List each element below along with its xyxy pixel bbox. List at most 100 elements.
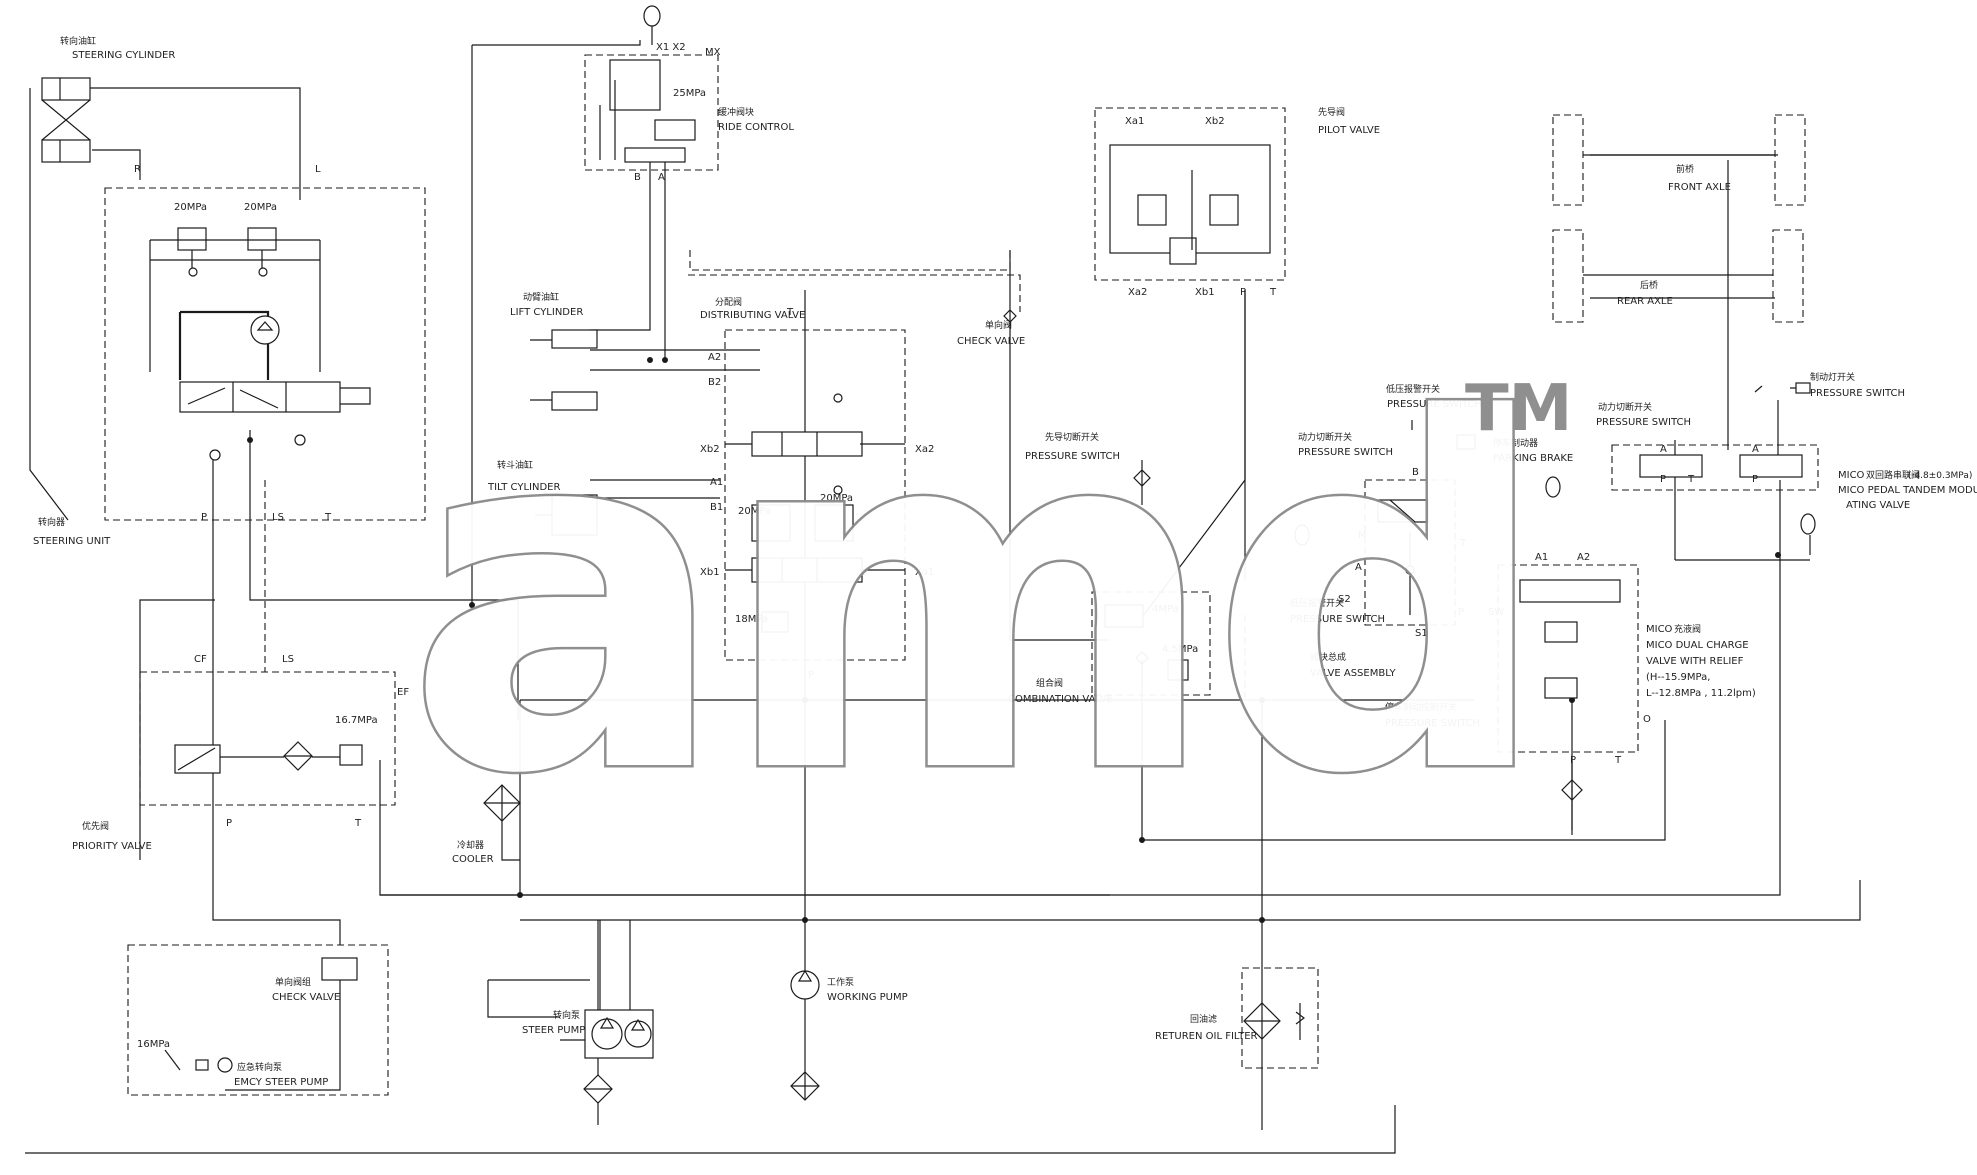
label-mico-pedal-2: ATING VALVE <box>1846 500 1910 511</box>
mico-dual-symbol <box>1294 476 1816 801</box>
label-cn-pressure-switch-right: 动力切断开关 <box>1598 401 1652 413</box>
pressure-steer-relief-r: 20MPa <box>244 202 277 213</box>
label-valve-assembly: VALVE ASSEMBLY <box>1310 668 1396 679</box>
pressure-combination-2: 4.5MPa <box>1162 644 1198 655</box>
emcy-steer-pump-symbol <box>164 957 358 1073</box>
port-dist-t: T <box>786 307 794 318</box>
port-s1: S1 <box>1415 628 1428 639</box>
check-valve-top-symbol <box>1003 309 1017 323</box>
working-pump-symbol <box>790 969 820 1101</box>
port-pilot-xb1: Xb1 <box>1195 287 1215 298</box>
label-cn-check-valve-top: 单向阀 <box>985 319 1012 331</box>
port-pilot-p: P <box>1240 287 1246 298</box>
watermark-tm: TM <box>1465 372 1572 446</box>
port-steering-p: P <box>201 512 207 523</box>
ride-control-symbol <box>599 5 696 163</box>
label-cn-mico-dual: 充液阀 <box>1674 623 1701 635</box>
port-b2: B2 <box>708 377 721 388</box>
port-mx: MX <box>705 47 721 58</box>
port-mico-a1: A1 <box>1535 552 1548 563</box>
label-pressure-switch-right: PRESSURE SWITCH <box>1596 417 1691 428</box>
port-xb1: Xb1 <box>700 567 720 578</box>
label-emcy-steer-pump: EMCY STEER PUMP <box>234 1077 328 1088</box>
label-mico-dual-3: (H--15.9MPa, <box>1646 672 1710 683</box>
port-mico-t: T <box>1614 755 1622 766</box>
label-cn-cooler: 冷却器 <box>457 839 484 851</box>
label-cn-pressure-switch-brakelight: 制动灯开关 <box>1810 371 1855 383</box>
port-mico-a2: A2 <box>1577 552 1590 563</box>
port-pilot-xb2: Xb2 <box>1205 116 1225 127</box>
port-ef: EF <box>397 687 409 698</box>
component-labels: 转向油缸 STEERING CYLINDER 转向器 STEERING UNIT… <box>33 35 1977 1088</box>
port-mico-o: O <box>1643 714 1651 725</box>
port-va-a: A <box>1355 562 1362 573</box>
label-pilot-valve: PILOT VALVE <box>1318 125 1380 136</box>
label-cn-steer-pump: 转向泵 <box>553 1009 580 1021</box>
port-sw: SW <box>1488 607 1504 618</box>
port-a1: A1 <box>710 477 723 488</box>
label-cn-pilot-valve: 先导阀 <box>1318 106 1345 118</box>
pressure-dist-a: 20MPa <box>738 506 771 517</box>
label-cn-distributing-valve: 分配阀 <box>715 297 742 308</box>
label-cooler: COOLER <box>452 854 494 865</box>
steering-unit-symbol <box>149 227 371 461</box>
port-mico-p: P <box>1570 755 1576 766</box>
port-a2: A2 <box>708 352 721 363</box>
distributing-valve-symbol <box>725 393 905 633</box>
label-working-pump: WORKING PUMP <box>827 992 908 1003</box>
port-steering-ls: LS <box>272 512 284 523</box>
steer-pump-symbol <box>583 1009 654 1125</box>
mico-pedal-symbol <box>1639 454 1803 478</box>
label-rear-axle: REAR AXLE <box>1617 296 1673 307</box>
port-pedal-t: T <box>1687 474 1695 485</box>
label-cn-pressure-switch-parking: 低压报警开关 <box>1386 383 1440 395</box>
port-pedal-a: A <box>1660 444 1667 455</box>
label-cn-front-axle: 前桥 <box>1676 163 1694 175</box>
label-mico-prefix-dual: MICO <box>1646 624 1673 635</box>
label-mico-dual-4: L--12.8MPa , 11.2lpm) <box>1646 688 1756 699</box>
label-mico-dual-1: MICO DUAL CHARGE <box>1646 640 1749 651</box>
port-pedal-p: P <box>1660 474 1666 485</box>
port-pilot-xa1: Xa1 <box>1125 116 1144 127</box>
label-priority-valve: PRIORITY VALVE <box>72 841 152 852</box>
port-ride-b: B <box>634 172 641 183</box>
port-va-m: M <box>1358 530 1367 541</box>
pressure-emcy: 16MPa <box>137 1039 170 1050</box>
port-xa1: Xa1 <box>915 567 934 578</box>
priority-valve-symbol <box>174 741 363 774</box>
port-priority-ls: LS <box>282 654 294 665</box>
label-pressure-switch-parking: PRESSURE SWITCH <box>1387 399 1482 410</box>
label-cn-parking-brake: 停车制动器 <box>1493 437 1538 449</box>
pressure-dist-b: 20MPa <box>820 493 853 504</box>
port-l: L <box>315 164 321 175</box>
port-x1x2: X1 X2 <box>656 42 686 53</box>
pressure-dist-main: 18MPa <box>735 614 768 625</box>
label-return-oil-filter: RETUREN OIL FILTER <box>1155 1031 1258 1042</box>
watermark: amd TM <box>403 318 1573 882</box>
label-cn-rear-axle: 后桥 <box>1640 279 1658 291</box>
port-pilot-xa2: Xa2 <box>1128 287 1147 298</box>
label-cn-steering-cylinder: 转向油缸 <box>60 35 96 47</box>
label-pressure-switch-brake: PRESSURE SWITCH <box>1385 718 1480 729</box>
port-xa2: Xa2 <box>915 444 934 455</box>
port-va-p: P <box>1458 607 1464 618</box>
label-pressure-switch-combination: PRESSURE SWITCH <box>1298 447 1393 458</box>
label-check-valve-top: CHECK VALVE <box>957 336 1025 347</box>
label-cn-lift-cylinder: 动臂油缸 <box>523 291 559 303</box>
return-oil-filter-symbol <box>1243 1002 1305 1040</box>
tilt-cylinder-symbol <box>535 494 598 536</box>
label-cn-priority-valve: 优先阀 <box>82 820 109 832</box>
steering-cylinder-symbol <box>41 77 91 163</box>
port-pedal-a2: A <box>1752 444 1759 455</box>
label-cn-pressure-switch-alarm: 低压报警开关 <box>1290 597 1344 609</box>
pressure-combination-1: 4MPa <box>1152 604 1179 615</box>
label-steering-cylinder: STEERING CYLINDER <box>72 50 175 61</box>
axle-symbols <box>1583 154 1811 394</box>
port-va-b: B <box>1412 467 1419 478</box>
lift-cylinder-symbol <box>530 329 598 411</box>
label-check-valve-bottom: CHECK VALVE <box>272 992 340 1003</box>
pressure-steer-relief-l: 20MPa <box>174 202 207 213</box>
port-s2: S2 <box>1338 594 1351 605</box>
